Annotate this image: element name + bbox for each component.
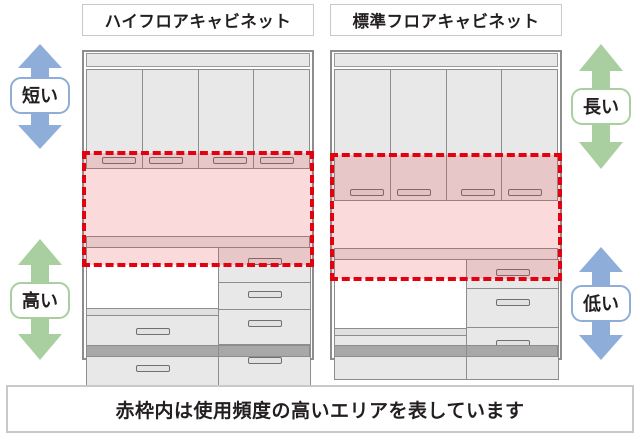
arrow-group-right-top: 長い: [565, 44, 637, 169]
plinth-divider: [217, 346, 219, 356]
upper-door: [334, 69, 391, 201]
drawer: [334, 335, 468, 380]
lower-right-column: [466, 259, 559, 380]
cabinet-plinth-right: [334, 345, 558, 357]
cabinet-title-left-label: ハイフロアキャビネット: [104, 13, 292, 31]
arrow-group-right-bottom: 低い: [565, 247, 637, 360]
upper-door: [389, 69, 447, 201]
arrow-group-left-top: 短い: [4, 44, 76, 149]
handle-icon: [213, 157, 248, 164]
handle-icon: [260, 157, 295, 164]
open-space: [334, 259, 468, 329]
upper-door: [445, 69, 503, 201]
handle-icon: [508, 189, 543, 196]
cabinet-diagram-right: [330, 50, 562, 380]
handle-icon: [396, 189, 431, 196]
cabinet-cornice-right: [334, 53, 558, 67]
lower-section-right: [334, 259, 559, 380]
lower-section-left: [86, 247, 311, 390]
open-space: [86, 247, 220, 309]
upper-door-bank-left: [86, 69, 310, 169]
handle-icon: [495, 299, 530, 306]
handle-icon: [247, 320, 282, 327]
arrow-group-left-bottom: 高い: [4, 239, 76, 360]
upper-door: [141, 69, 199, 169]
handle-icon: [135, 328, 170, 335]
arrow-label-right-top: 長い: [571, 88, 631, 125]
cabinet-plinth-left: [86, 345, 310, 357]
handle-icon: [101, 157, 136, 164]
cabinet-title-right-label: 標準フロアキャビネット: [352, 13, 540, 31]
upper-door: [501, 69, 558, 201]
handle-icon: [247, 258, 282, 265]
upper-door-bank-right: [334, 69, 558, 201]
cabinet-diagram-left: [82, 50, 314, 390]
drawer: [218, 309, 311, 345]
lower-right-column: [218, 247, 311, 390]
drawer: [218, 247, 311, 283]
handle-icon: [247, 291, 282, 298]
upper-door: [197, 69, 255, 169]
handle-icon: [461, 189, 496, 196]
legend-caption: 赤枠内は使用頻度の高いエリアを表しています: [6, 385, 634, 433]
handle-icon: [495, 269, 530, 276]
handle-icon: [349, 189, 384, 196]
handle-icon: [148, 157, 183, 164]
arrow-label-left-top: 短い: [10, 77, 70, 114]
plinth-divider: [465, 346, 467, 356]
drawer: [466, 288, 559, 328]
cabinet-title-left: ハイフロアキャビネット: [82, 4, 314, 36]
legend-caption-text: 赤枠内は使用頻度の高いエリアを表しています: [115, 400, 525, 422]
drawer: [218, 282, 311, 310]
lower-left-column: [334, 259, 468, 380]
upper-door: [86, 69, 143, 169]
arrow-label-left-bottom: 高い: [10, 282, 70, 319]
upper-door: [253, 69, 310, 169]
cabinet-cornice-left: [86, 53, 310, 67]
handle-icon: [135, 365, 170, 372]
handle-icon: [247, 357, 282, 364]
cabinet-title-right: 標準フロアキャビネット: [330, 4, 562, 36]
drawer: [466, 259, 559, 289]
arrow-label-right-bottom: 低い: [571, 285, 631, 322]
lower-left-column: [86, 247, 220, 390]
